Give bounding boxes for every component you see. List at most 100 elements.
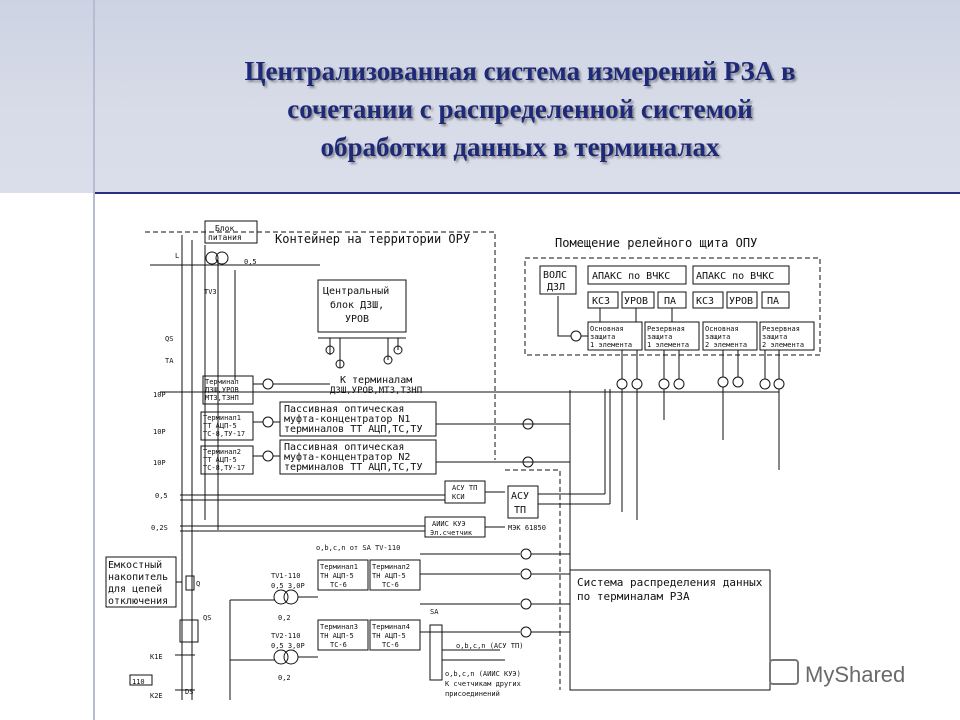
coupler2-line-1: Пассивная оптическая — [284, 442, 404, 453]
power-block-line-2: питания — [208, 233, 242, 242]
channel-ksz-2 — [692, 291, 724, 309]
aiis-kue-line-1: АИИС КУЭ — [432, 520, 466, 528]
protection-2-line-1: Резервная — [647, 325, 685, 333]
to-terminals-line-1: К терминалам — [340, 375, 412, 386]
asu-tp-ksi-line-2: КСИ — [452, 493, 465, 501]
label-10p-b: 10P — [153, 428, 166, 436]
channel-urov-1 — [621, 291, 655, 309]
terminal-dzsh-line-2: ДЗШ,УРОВ — [205, 386, 239, 394]
title-line-3: обработки данных в терминалах — [320, 132, 720, 162]
tn-terminal-2-line-1: Терминал2 — [372, 563, 410, 571]
terminal-tt1-line-2: ТТ АЦП-5 — [203, 422, 237, 430]
terminal-dzsh-line-1: Терминал — [205, 378, 239, 386]
asu-tp-line-1: АСУ — [511, 491, 529, 502]
protection-reserve-2 — [759, 321, 815, 351]
label-tv3: TV3 — [204, 288, 217, 296]
mek-label: МЭК 61850 — [508, 524, 546, 532]
tn-terminal-1-line-1: Терминал1 — [320, 563, 358, 571]
storage-line-4: отключения — [108, 596, 168, 607]
watermark: MyShared — [769, 659, 905, 687]
channel-pa-2 — [761, 291, 790, 309]
protection-2-line-2: защита — [647, 333, 672, 341]
central-block — [317, 279, 407, 333]
channel-pa-1-label: ПА — [664, 296, 676, 307]
protection-4-line-1: Резервная — [762, 325, 800, 333]
protection-1-line-2: защита — [590, 333, 615, 341]
label-tv1: TV1-110 — [271, 572, 301, 580]
terminal-tt1-line-3: ТС-8,ТУ-17 — [203, 430, 245, 438]
label-qs-2: QS — [203, 614, 211, 622]
label-05-b: 0,5 — [155, 492, 168, 500]
channel-ksz-1-label: КСЗ — [592, 296, 610, 307]
channel-ksz-2-label: КСЗ — [696, 296, 714, 307]
central-block-line-3: УРОВ — [345, 314, 369, 325]
container-label: Контейнер на территории ОРУ — [275, 232, 470, 246]
counters-line-2: присоединений — [445, 690, 500, 698]
tn-terminal-4 — [369, 619, 421, 651]
coupler1-line-3: терминалов ТТ АЦП,ТС,ТУ — [284, 424, 422, 435]
tn-terminal-3-line-3: ТС-6 — [330, 641, 347, 649]
label-k2e: K2E — [150, 692, 163, 700]
protection-3-line-1: Основная — [705, 325, 739, 333]
vols-block — [539, 265, 577, 295]
label-110: 110 — [132, 678, 145, 686]
tn-terminal-3 — [317, 619, 369, 651]
terminal-dzsh-line-3: МТЗ,ТЗНП — [205, 394, 239, 402]
terminal-tt1 — [200, 411, 254, 441]
protection-1-line-3: 1 элемента — [590, 341, 632, 349]
apaks-left-label: АПАКС по ВЧКС — [592, 271, 670, 282]
protection-main-2 — [702, 321, 758, 351]
label-ds: DS — [185, 688, 193, 696]
distribution-line-2: по терминалам РЗА — [577, 590, 690, 603]
container-frame — [145, 231, 496, 460]
tn-terminal-3-line-1: Терминал3 — [320, 623, 358, 631]
terminal-tt2-line-2: ТТ АЦП-5 — [203, 456, 237, 464]
tn-terminal-2-line-3: ТС-6 — [382, 581, 399, 589]
left-rule — [93, 0, 95, 720]
central-block-line-2: блок ДЗШ, — [330, 299, 384, 311]
slide-header — [0, 0, 960, 193]
tn-terminal-1 — [317, 559, 369, 591]
terminal-dzsh — [202, 375, 254, 405]
header-rule — [95, 192, 960, 194]
label-qs: QS — [165, 335, 173, 343]
optical-coupler-2 — [279, 439, 437, 475]
watermark-logo-icon — [769, 659, 799, 685]
distribution-line-1: Система распределения данных — [577, 576, 763, 589]
protection-4-line-3: 2 элемента — [762, 341, 804, 349]
terminal-tt2-line-3: ТС-8,ТУ-17 — [203, 464, 245, 472]
tn-terminal-2 — [369, 559, 421, 591]
tn-terminal-4-line-3: ТС-6 — [382, 641, 399, 649]
aiis-kue-line-2: Эл.счетчик — [430, 529, 473, 537]
channel-urov-2-label: УРОВ — [729, 296, 753, 307]
label-tv1-val: 0,5 3,0P — [271, 582, 305, 590]
label-tv2: TV2-110 — [271, 632, 301, 640]
label-05: 0,5 — [244, 258, 257, 266]
data-distribution-system — [569, 569, 771, 691]
storage-line-3: для цепей — [108, 583, 162, 595]
room-label: Помещение релейного щита ОПУ — [555, 236, 757, 250]
terminal-tt2-line-1: Терминал2 — [203, 448, 241, 456]
tn-terminal-4-line-2: ТН АЦП-5 — [372, 632, 406, 640]
label-10p-a: 10P — [153, 391, 166, 399]
vols-line-1: ВОЛС — [543, 270, 567, 281]
apaks-left — [587, 265, 687, 285]
to-terminals-line-2: ДЗШ,УРОВ,МТЗ,ТЗНП — [330, 386, 422, 396]
vols-line-2: ДЗЛ — [547, 282, 565, 293]
coupler2-line-2: муфта-концентратор N2 — [284, 451, 410, 463]
tn-terminal-1-line-3: ТС-6 — [330, 581, 347, 589]
apaks-right — [692, 265, 790, 285]
asu-tp-ksi-line-1: АСУ ТП — [452, 484, 477, 492]
storage-line-2: накопитель — [108, 572, 168, 583]
tn-terminal-2-line-2: ТН АЦП-5 — [372, 572, 406, 580]
tn-terminal-3-line-2: ТН АЦП-5 — [320, 632, 354, 640]
coupler2-line-3: терминалов ТТ АЦП,ТС,ТУ — [284, 462, 422, 473]
room-frame — [524, 257, 821, 356]
central-block-line-1: Центральный — [323, 285, 389, 297]
obc-aiis-label: о,b,c,n (АИИС КУЭ) — [445, 670, 521, 678]
coupler1-line-1: Пассивная оптическая — [284, 404, 404, 415]
label-sa: SA — [430, 608, 439, 616]
power-block — [204, 220, 258, 244]
apaks-right-label: АПАКС по ВЧКС — [696, 271, 774, 282]
protection-4-line-2: защита — [762, 333, 787, 341]
